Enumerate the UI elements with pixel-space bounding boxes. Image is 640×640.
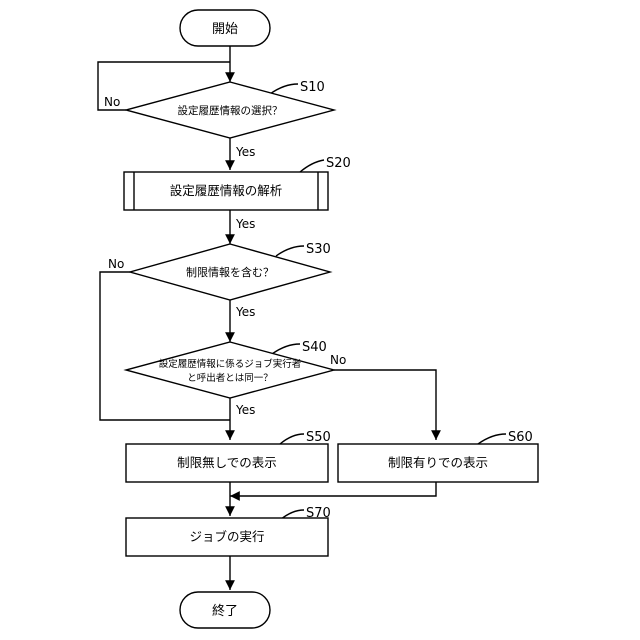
- arrow-s40-no: [334, 370, 436, 440]
- step-id-s70: S70: [306, 506, 331, 521]
- leader-s10: [270, 84, 298, 94]
- decision-s40: 設定履歴情報に係るジョブ実行者 と呼出者とは同一？ S40: [126, 340, 334, 398]
- process-s60: 制限有りでの表示 S60: [338, 430, 538, 482]
- label-s20-out: Yes: [235, 217, 255, 231]
- leader-s60: [478, 434, 506, 444]
- process-s20: 設定履歴情報の解析 S20: [124, 156, 351, 210]
- decision-s40-text-line2: と呼出者とは同一？: [187, 372, 273, 384]
- decision-s40-text-line1: 設定履歴情報に係るジョブ実行者: [159, 358, 302, 370]
- label-s10-yes: Yes: [235, 145, 255, 159]
- process-s50: 制限無しでの表示 S50: [126, 430, 331, 482]
- step-id-s40: S40: [302, 340, 327, 355]
- end-terminator: 終了: [180, 592, 270, 628]
- decision-s10-text: 設定履歴情報の選択？: [178, 104, 283, 117]
- leader-s30: [276, 246, 304, 256]
- process-s50-text: 制限無しでの表示: [177, 455, 277, 470]
- leader-s50: [280, 434, 304, 444]
- process-s70: ジョブの実行 S70: [126, 506, 331, 556]
- leader-s40: [272, 344, 300, 354]
- decision-s30: 制限情報を含む？ S30: [130, 242, 331, 300]
- arrow-s60-merge: [230, 482, 436, 496]
- leader-s20: [300, 160, 324, 172]
- step-id-s50: S50: [306, 430, 331, 445]
- label-s30-no: No: [108, 257, 124, 271]
- decision-s10: 設定履歴情報の選択？ S10: [126, 80, 334, 138]
- start-label: 開始: [212, 22, 238, 37]
- label-s40-yes: Yes: [235, 403, 255, 417]
- label-s10-no: No: [104, 95, 120, 109]
- step-id-s20: S20: [326, 156, 351, 171]
- process-s20-text: 設定履歴情報の解析: [170, 183, 283, 198]
- process-s70-text: ジョブの実行: [189, 529, 264, 544]
- label-s40-no: No: [330, 353, 346, 367]
- label-s30-yes: Yes: [235, 305, 255, 319]
- start-terminator: 開始: [180, 10, 270, 46]
- end-label: 終了: [212, 603, 238, 619]
- step-id-s30: S30: [306, 242, 331, 257]
- step-id-s10: S10: [300, 80, 325, 95]
- decision-s30-text: 制限情報を含む？: [186, 265, 274, 279]
- process-s60-text: 制限有りでの表示: [388, 455, 488, 470]
- step-id-s60: S60: [508, 430, 533, 445]
